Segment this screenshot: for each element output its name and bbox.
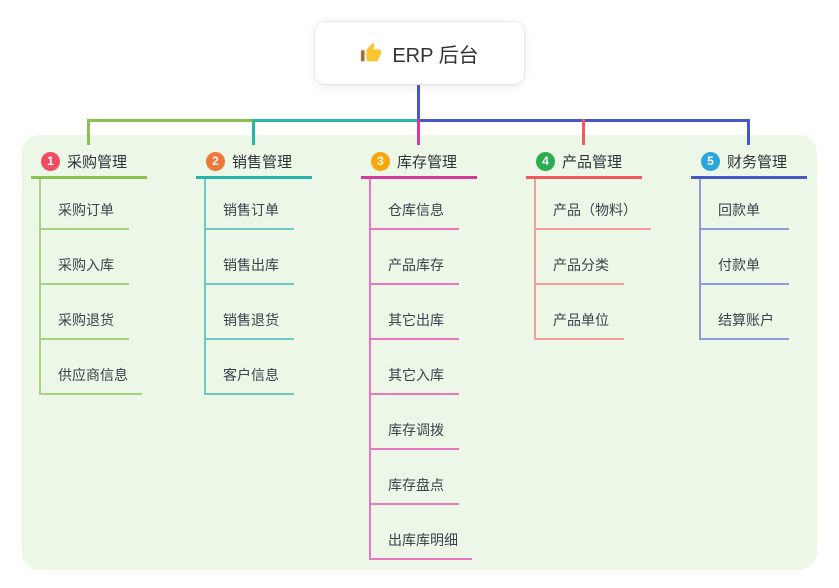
branch-title-label: 销售管理 — [232, 153, 293, 171]
branch-product: 4 产品管理 产品（物料） 产品分类 产品单位 — [526, 146, 656, 340]
mindmap-node[interactable]: 付款单 — [701, 230, 789, 285]
branch-tap-1 — [87, 119, 90, 145]
branch-purchase: 1 采购管理 采购订单 采购入库 采购退货 供应商信息 — [31, 146, 161, 395]
branch-badge: 3 — [371, 151, 390, 171]
branch-badge: 2 — [206, 151, 225, 171]
mindmap-node[interactable]: 采购订单 — [41, 179, 129, 230]
branch-children: 采购订单 采购入库 采购退货 供应商信息 — [39, 179, 142, 395]
branch-title-label: 库存管理 — [397, 153, 458, 171]
branch-children: 仓库信息 产品库存 其它出库 其它入库 库存调拨 库存盘点 出库库明细 — [369, 179, 472, 560]
root-node[interactable]: ERP 后台 — [315, 22, 524, 84]
branch-tap-2 — [252, 119, 255, 145]
branch-children: 产品（物料） 产品分类 产品单位 — [534, 179, 651, 340]
branch-tap-4 — [582, 119, 585, 145]
branch-badge: 4 — [536, 151, 555, 171]
mindmap-node[interactable]: 销售出库 — [206, 230, 294, 285]
mindmap-node[interactable]: 回款单 — [701, 179, 789, 230]
mindmap-node[interactable]: 产品（物料） — [536, 179, 651, 230]
root-connector — [417, 84, 420, 122]
mindmap-node[interactable]: 库存盘点 — [371, 450, 459, 505]
branch-title-finance[interactable]: 5 财务管理 — [691, 146, 807, 179]
branch-title-product[interactable]: 4 产品管理 — [526, 146, 642, 179]
mindmap-node[interactable]: 产品单位 — [536, 285, 624, 340]
mindmap-node[interactable]: 库存调拨 — [371, 395, 459, 450]
branch-inventory: 3 库存管理 仓库信息 产品库存 其它出库 其它入库 库存调拨 库存盘点 出库库… — [361, 146, 491, 560]
branch-sales: 2 销售管理 销售订单 销售出库 销售退货 客户信息 — [196, 146, 326, 395]
mindmap-node[interactable]: 其它入库 — [371, 340, 459, 395]
mindmap-node[interactable]: 其它出库 — [371, 285, 459, 340]
mindmap-node[interactable]: 产品分类 — [536, 230, 624, 285]
mindmap-node[interactable]: 采购入库 — [41, 230, 129, 285]
mindmap-node[interactable]: 销售退货 — [206, 285, 294, 340]
mindmap-node[interactable]: 采购退货 — [41, 285, 129, 340]
mindmap-node[interactable]: 销售订单 — [206, 179, 294, 230]
thumbs-up-icon — [361, 42, 382, 62]
mindmap-node[interactable]: 供应商信息 — [41, 340, 142, 395]
root-label: ERP 后台 — [392, 44, 479, 67]
branch-finance: 5 财务管理 回款单 付款单 结算账户 — [691, 146, 821, 340]
branch-title-label: 产品管理 — [562, 153, 623, 171]
bus-segment-left — [87, 119, 253, 122]
branch-title-purchase[interactable]: 1 采购管理 — [31, 146, 147, 179]
branch-children: 销售订单 销售出库 销售退货 客户信息 — [204, 179, 294, 395]
branch-title-inventory[interactable]: 3 库存管理 — [361, 146, 477, 179]
branch-badge: 1 — [41, 151, 60, 171]
bus-segment-mid — [253, 119, 418, 122]
branch-title-label: 财务管理 — [727, 153, 788, 171]
branch-title-label: 采购管理 — [67, 153, 128, 171]
mindmap-node[interactable]: 仓库信息 — [371, 179, 459, 230]
mindmap-node[interactable]: 产品库存 — [371, 230, 459, 285]
branch-badge: 5 — [701, 151, 720, 171]
mindmap-node[interactable]: 客户信息 — [206, 340, 294, 395]
canvas-panel — [22, 135, 817, 570]
mindmap-node[interactable]: 结算账户 — [701, 285, 789, 340]
mindmap-node[interactable]: 出库库明细 — [371, 505, 472, 560]
branch-tap-5 — [747, 119, 750, 145]
branch-children: 回款单 付款单 结算账户 — [699, 179, 789, 340]
branch-title-sales[interactable]: 2 销售管理 — [196, 146, 312, 179]
branch-tap-3 — [417, 119, 420, 145]
